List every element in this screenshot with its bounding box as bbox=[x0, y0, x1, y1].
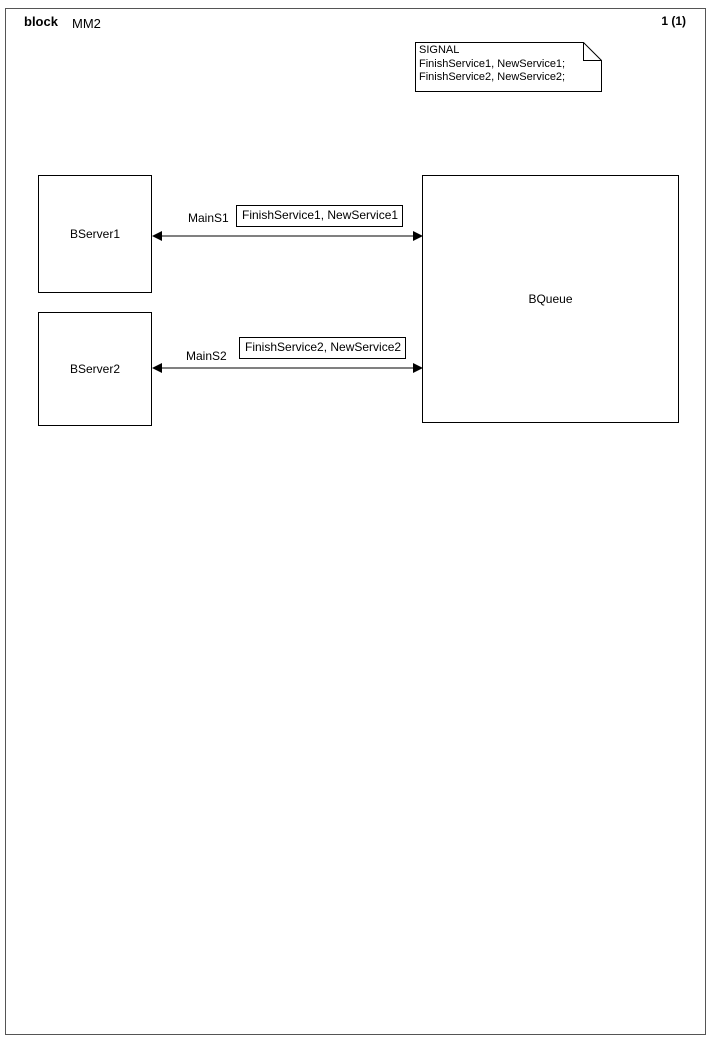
block-label-bserver2: BServer2 bbox=[69, 362, 121, 376]
channel-name-mains2: MainS2 bbox=[186, 349, 227, 363]
channel-line-mains2 bbox=[152, 363, 423, 373]
note-shape-icon bbox=[415, 42, 602, 92]
signal-list-mains1[interactable]: FinishService1, NewService1 bbox=[236, 205, 403, 227]
diagram-keyword-label: block bbox=[24, 14, 58, 29]
channel-line-mains1 bbox=[152, 231, 423, 241]
block-bqueue[interactable]: BQueue bbox=[422, 175, 679, 423]
channel-mains2[interactable] bbox=[150, 360, 425, 376]
block-label-bqueue: BQueue bbox=[528, 292, 573, 306]
block-bserver1[interactable]: BServer1 bbox=[38, 175, 152, 293]
block-bserver2[interactable]: BServer2 bbox=[38, 312, 152, 426]
signal-list-mains2[interactable]: FinishService2, NewService2 bbox=[239, 337, 406, 359]
channel-mains1[interactable] bbox=[150, 228, 425, 244]
signal-declaration-note: SIGNAL FinishService1, NewService1; Fini… bbox=[415, 42, 602, 92]
block-label-bserver1: BServer1 bbox=[69, 227, 121, 241]
page-indicator: 1 (1) bbox=[661, 14, 686, 28]
diagram-name-label: MM2 bbox=[72, 16, 101, 31]
page-frame bbox=[5, 8, 706, 1035]
signal-note-text: SIGNAL FinishService1, NewService1; Fini… bbox=[419, 44, 566, 83]
channel-name-mains1: MainS1 bbox=[188, 211, 229, 225]
